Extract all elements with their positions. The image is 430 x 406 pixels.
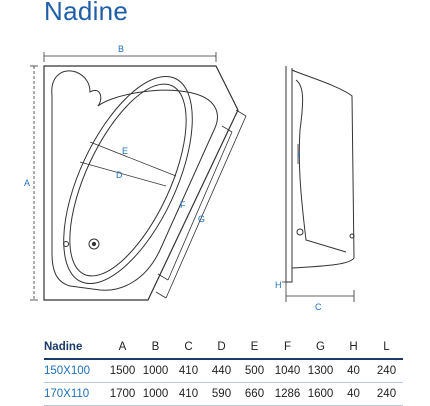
table-header-cell: L (383, 341, 390, 353)
table-cell: 410 (178, 388, 199, 400)
table-cell: 1600 (307, 388, 334, 400)
table-header-cell: G (316, 341, 325, 353)
dimension-label-a: A (24, 178, 30, 188)
table-cell: 1286 (274, 388, 301, 400)
table-cell: 1000 (142, 365, 169, 377)
table-header-cell: F (283, 341, 292, 353)
table-cell: 410 (178, 365, 199, 377)
side-inner-outline (295, 79, 347, 253)
dimension-label-b: B (118, 44, 124, 54)
drain-icon (88, 238, 100, 250)
table-cell: 660 (244, 388, 265, 400)
dimension-label-d: D (116, 170, 123, 180)
inner-basin-rim (69, 83, 187, 277)
table-row: 150X100 1500 1000 410 440 500 1040 1300 … (44, 359, 403, 383)
table-header-cell: H (349, 341, 358, 353)
top-view-dimensions (30, 52, 247, 301)
model-cell: 150X100 (44, 365, 91, 377)
model-cell: 170X110 (44, 388, 90, 400)
inner-basin-outline (63, 75, 193, 285)
technical-drawing: B A E D F G I H C (24, 44, 355, 312)
table-header-row: Nadine A B C D E F G H L (44, 336, 403, 359)
side-drain-icon (296, 228, 304, 236)
dimensions-table: Nadine A B C D E F G H L 150X100 1500 10… (44, 336, 403, 406)
table-header-cell: A (118, 341, 127, 353)
table-cell: 590 (211, 388, 232, 400)
table-cell: 440 (211, 365, 232, 377)
table-cell: 1500 (109, 365, 136, 377)
table-cell: 1300 (307, 365, 334, 377)
bathtub-rim-outline (43, 65, 239, 301)
table-cell: 500 (244, 365, 265, 377)
dimension-label-i: I (297, 150, 300, 160)
dimension-label-h: H (275, 280, 282, 290)
table-cell: 240 (376, 388, 397, 400)
dimension-label-e: E (122, 146, 128, 156)
top-view (43, 65, 239, 301)
headrest-outline (51, 70, 218, 291)
table-cell: 1700 (109, 388, 136, 400)
side-basin-outline (291, 69, 355, 269)
product-title: Nadine (44, 0, 129, 26)
side-view (285, 66, 355, 283)
table-cell: 1000 (142, 388, 169, 400)
table-cell: 240 (376, 365, 397, 377)
table-header-cell: Nadine (44, 341, 83, 353)
side-foot-icon (349, 233, 355, 239)
table-cell: 1040 (274, 365, 301, 377)
table-cell: 40 (347, 388, 360, 400)
side-view-dimensions (282, 144, 355, 302)
side-rim-outline (285, 66, 293, 283)
dimension-label-c: C (315, 302, 322, 312)
table-header-cell: B (151, 341, 160, 353)
dimension-label-f: F (180, 200, 186, 210)
table-header-cell: C (184, 341, 193, 353)
overflow-icon (63, 241, 69, 247)
table-cell: 40 (347, 365, 360, 377)
table-header-cell: D (217, 341, 226, 353)
dimension-label-g: G (198, 214, 205, 224)
table-header-cell: E (250, 341, 259, 353)
table-row: 170X110 1700 1000 410 590 660 1286 1600 … (44, 383, 403, 406)
